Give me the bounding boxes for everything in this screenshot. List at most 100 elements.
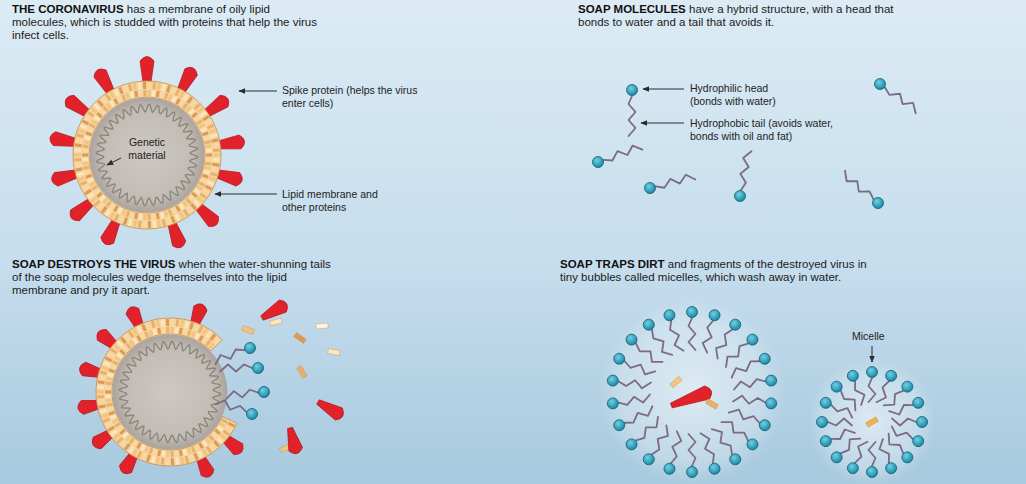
soap-head (253, 363, 264, 374)
lipid (143, 324, 146, 330)
soap-molecules (593, 79, 916, 209)
caption: SOAP DESTROYS THE VIRUSwhen the water-sh… (12, 258, 342, 297)
lipid (111, 416, 116, 418)
lipid (142, 445, 145, 450)
lipid (175, 451, 179, 457)
soap-head (759, 353, 770, 364)
lipid (184, 329, 185, 335)
virus-fragments (215, 298, 346, 456)
lipid (205, 121, 211, 124)
lipid (74, 158, 81, 161)
lipid (180, 450, 181, 456)
lipid (114, 345, 119, 349)
soap-tail (689, 318, 696, 350)
lipid (100, 410, 107, 412)
soap-tail (619, 395, 650, 405)
lipid (163, 84, 165, 91)
lipid (169, 95, 171, 101)
lipid (123, 347, 127, 351)
callout-label: Hydrophilic head (bonds with water) (690, 82, 776, 107)
label-box: Micelle (852, 330, 912, 343)
soap-tail (740, 151, 751, 190)
lipid (138, 221, 142, 228)
lipid (186, 107, 190, 111)
virus (49, 57, 246, 250)
lipid (183, 201, 187, 206)
caption: SOAP TRAPS DIRTand fragments of the dest… (560, 258, 880, 284)
lipid (97, 113, 102, 117)
lipid (107, 201, 111, 206)
lipid (222, 420, 227, 423)
lipid (82, 154, 88, 157)
lipid (207, 447, 211, 453)
genetic-material (119, 341, 220, 442)
lipid (192, 193, 197, 197)
lipid (83, 144, 89, 148)
virus-core (90, 98, 204, 212)
lipid (114, 434, 119, 438)
lipid (188, 448, 190, 454)
lipid (134, 449, 138, 455)
caption: THE CORONAVIRUShas a membrane of oily li… (12, 3, 327, 42)
lipid (78, 130, 85, 132)
lipid (83, 141, 89, 142)
lipid (115, 423, 120, 426)
lipid (152, 90, 156, 96)
lipid (175, 458, 179, 465)
lipid (143, 214, 146, 220)
soap-head (886, 463, 897, 474)
lipid (152, 82, 156, 89)
lipid (210, 135, 217, 137)
lipid (138, 82, 142, 89)
soap-tail (889, 405, 913, 415)
soap-tail (656, 175, 696, 188)
lipid (80, 182, 86, 185)
soap-tail (712, 429, 732, 454)
lipid (180, 92, 184, 98)
soap-head (820, 397, 831, 408)
lipid (92, 186, 97, 189)
lipid (101, 415, 108, 417)
lipid (152, 214, 156, 220)
lipid (124, 86, 126, 93)
lipid-fragment (316, 323, 328, 329)
lipid (83, 167, 89, 168)
soap-tail (831, 405, 852, 417)
lipid (94, 201, 99, 206)
lipid (200, 336, 203, 341)
lipid (213, 158, 220, 161)
soap-head (913, 436, 924, 447)
soap-tail (892, 426, 913, 438)
lipid (147, 455, 149, 462)
caption-heading: SOAP MOLECULES (578, 3, 686, 15)
spike-protein (283, 426, 303, 455)
lipid (99, 377, 106, 378)
label-box: Hydrophilic head (bonds with water) (690, 82, 802, 107)
lipid (212, 140, 219, 141)
lipid (123, 433, 127, 437)
lipid (192, 332, 194, 338)
lipid (85, 137, 91, 139)
lipid (213, 148, 220, 151)
lipid (159, 450, 160, 456)
lipid (161, 458, 165, 465)
soap-tail (729, 410, 760, 423)
lipid (180, 204, 183, 209)
lipid (214, 338, 219, 343)
label-box: Hydrophobic tail (avoids water, bonds wi… (690, 117, 850, 142)
label-box: Spike protein (helps the virus enter cel… (282, 84, 432, 109)
lipid (94, 104, 99, 109)
caption-heading: THE CORONAVIRUS (12, 3, 124, 15)
lipid (117, 438, 122, 443)
lipid (200, 112, 206, 116)
lipid (136, 91, 137, 97)
lipid (175, 319, 179, 326)
lipid (104, 199, 108, 203)
lipid (121, 338, 126, 343)
lipid (171, 458, 174, 465)
lipid (120, 216, 123, 222)
label-box: Lipid membrane and other proteins (282, 188, 382, 213)
lipid-fragment (670, 376, 682, 388)
callout-label: Micelle (852, 330, 885, 342)
lipid (172, 87, 175, 93)
